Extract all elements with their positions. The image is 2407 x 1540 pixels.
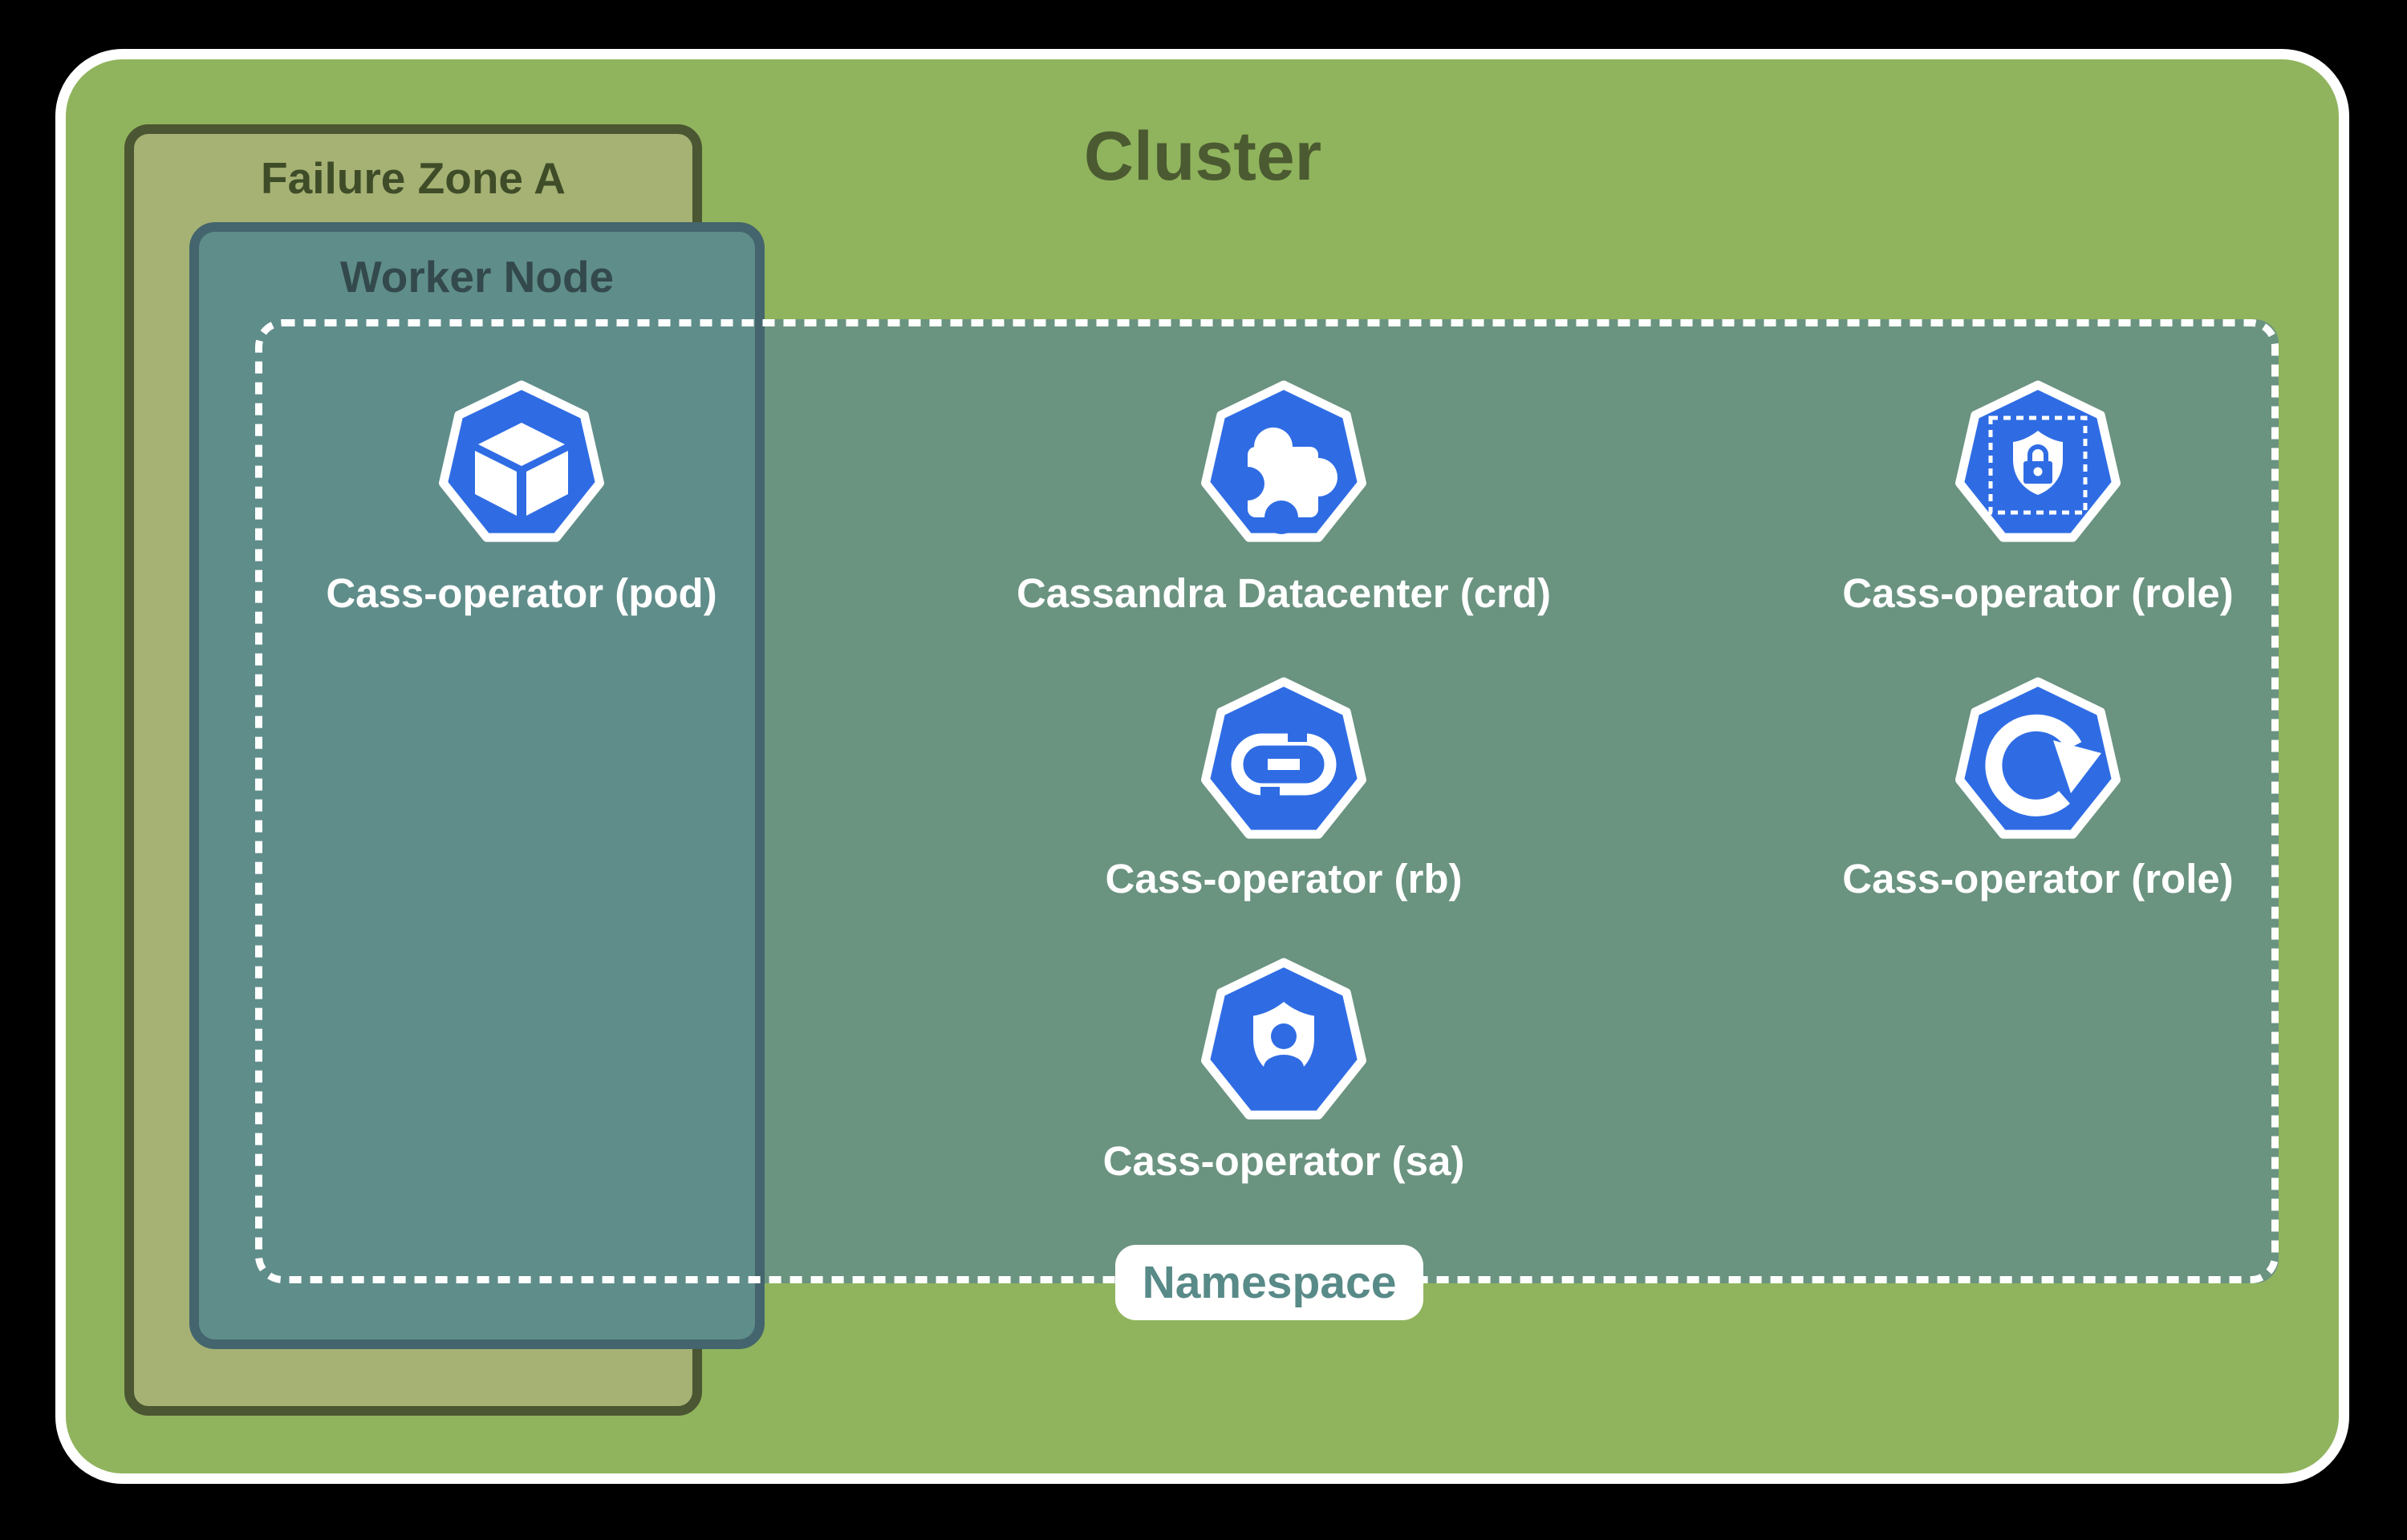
- puzzle-piece-icon: [1201, 380, 1366, 542]
- cluster-title: Cluster: [1083, 118, 1322, 195]
- pod-cube-icon: [439, 380, 604, 542]
- shield-user-icon: [1201, 958, 1366, 1120]
- resource-label-pod: Cass-operator (pod): [326, 570, 717, 616]
- namespace-label-pill: Namespace: [1115, 1245, 1423, 1320]
- resource-label-crd: Cassandra Datacenter (crd): [1016, 570, 1552, 616]
- resource-label-rb: Cass-operator (rb): [1105, 856, 1463, 902]
- worker-node-title: Worker Node: [339, 252, 615, 302]
- resource-label-role: Cass-operator (role): [1842, 570, 2234, 616]
- chain-link-icon: [1201, 677, 1366, 839]
- namespace-label: Namespace: [1142, 1257, 1397, 1308]
- resource-label-sa: Cass-operator (sa): [1102, 1138, 1465, 1184]
- resource-label-role: Cass-operator (role): [1842, 856, 2234, 902]
- failure-zone-title: Failure Zone A: [261, 153, 566, 203]
- rotate-arrow-icon: [1955, 677, 2121, 839]
- namespace-dashed-border: [255, 319, 2279, 1283]
- shield-lock-icon: [1955, 380, 2121, 542]
